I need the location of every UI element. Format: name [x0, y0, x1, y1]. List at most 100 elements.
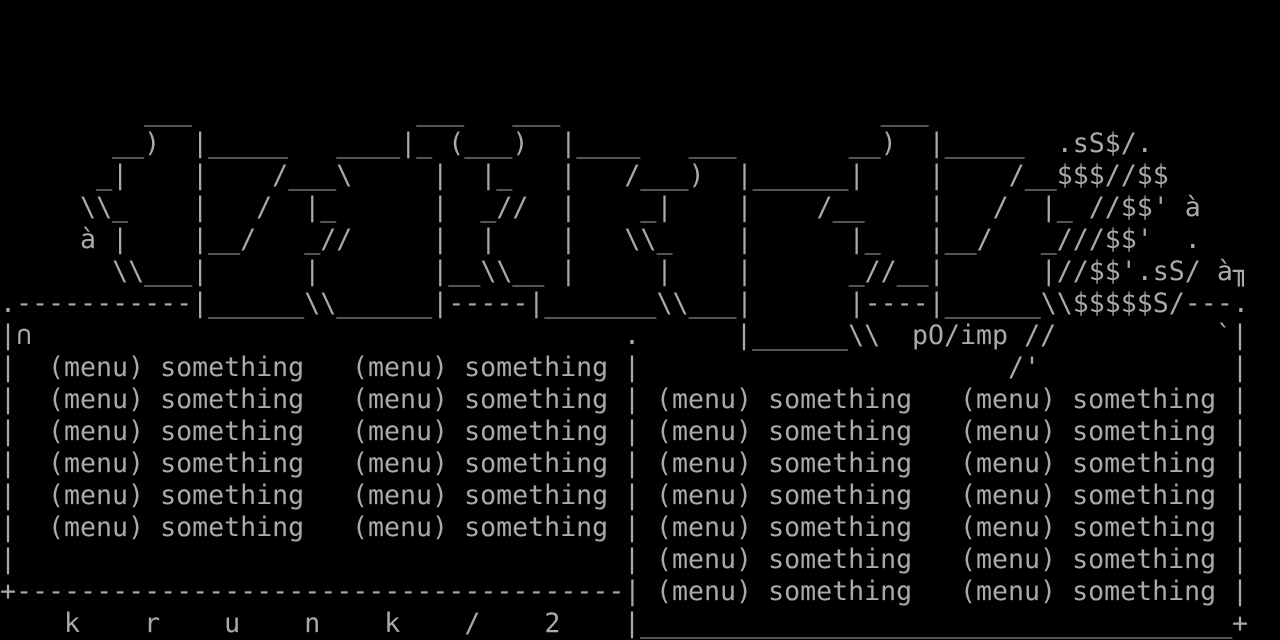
right-border: | — [1232, 480, 1249, 511]
menu-item-key: (menu) — [656, 448, 753, 479]
menu-item[interactable]: (menu) something — [352, 448, 608, 480]
menu-item[interactable]: (menu) something — [352, 384, 608, 416]
menu-item[interactable]: (menu) something — [960, 384, 1216, 416]
center-border: | — [624, 352, 641, 383]
menu-item-key: (menu) — [960, 576, 1057, 607]
menu-item-label: something — [464, 416, 609, 447]
right-border: | — [1232, 384, 1249, 415]
menu-item-label: something — [464, 448, 609, 479]
menu-item-key: (menu) — [48, 480, 145, 511]
menu-item-key: (menu) — [48, 384, 145, 415]
menu-item[interactable]: (menu) something — [48, 512, 304, 544]
menu-item-label: something — [1072, 544, 1217, 575]
menu-item-label: something — [160, 384, 305, 415]
logo-art-line: ___ ___ ___ ___ — [0, 96, 929, 127]
menu-item-label: something — [160, 448, 305, 479]
menu-item-key: (menu) — [352, 512, 449, 543]
menu-item-label: something — [464, 480, 609, 511]
menu-item-label: something — [768, 544, 913, 575]
right-border: | — [1232, 544, 1249, 575]
menu-item[interactable]: (menu) something — [960, 576, 1216, 608]
menu-item[interactable]: (menu) something — [960, 416, 1216, 448]
menu-item-key: (menu) — [960, 512, 1057, 543]
menu-item[interactable]: (menu) something — [48, 384, 304, 416]
menu-item[interactable]: (menu) something — [656, 576, 912, 608]
left-border: | — [0, 512, 17, 543]
menu-item[interactable]: (menu) something — [352, 480, 608, 512]
left-border: | — [0, 416, 17, 447]
menu-item-label: something — [1072, 480, 1217, 511]
logo-art-line: \\___| | |__\\__ | | | _//__| |//$$'.sS/… — [0, 256, 1249, 287]
frame-corner-mark: |∩ — [0, 320, 33, 351]
menu-item[interactable]: (menu) something — [48, 448, 304, 480]
logo-art-line: à | |__/ _// | | | \\_ | |_ |__/ _///$$'… — [0, 224, 1201, 255]
left-panel-bottom-divider: +--------------------------------------| — [0, 576, 641, 607]
menu-item-label: something — [464, 512, 609, 543]
frame-right-top: `| — [1216, 320, 1249, 351]
right-border: | — [1232, 416, 1249, 447]
menu-item[interactable]: (menu) something — [656, 384, 912, 416]
menu-item[interactable]: (menu) something — [960, 512, 1216, 544]
menu-item-label: something — [768, 576, 913, 607]
center-border: | — [624, 416, 641, 447]
menu-item[interactable]: (menu) something — [656, 480, 912, 512]
center-border: | — [624, 448, 641, 479]
menu-item[interactable]: (menu) something — [656, 416, 912, 448]
menu-item-key: (menu) — [656, 480, 753, 511]
menu-item[interactable]: (menu) something — [48, 416, 304, 448]
menu-item-label: something — [160, 512, 305, 543]
menu-item-key: (menu) — [352, 448, 449, 479]
left-border: | — [0, 352, 17, 383]
menu-item-label: something — [160, 480, 305, 511]
right-panel-bottom-border: _____________________________________ — [640, 608, 1233, 639]
menu-item-label: something — [160, 416, 305, 447]
menu-item-label: something — [768, 480, 913, 511]
logo-art-line: .-----------|______\\______|-----|______… — [0, 288, 1249, 319]
right-border: | — [1232, 352, 1249, 383]
menu-item-key: (menu) — [48, 416, 145, 447]
menu-item-label: something — [1072, 576, 1217, 607]
left-border: | — [0, 480, 17, 511]
left-border: | — [0, 448, 17, 479]
menu-item[interactable]: (menu) something — [352, 416, 608, 448]
menu-item-label: something — [768, 416, 913, 447]
menu-item-key: (menu) — [352, 384, 449, 415]
right-border: | — [1232, 448, 1249, 479]
frame-corner: + — [1232, 608, 1249, 639]
menu-item-label: something — [768, 512, 913, 543]
left-border: | — [0, 384, 17, 415]
menu-item[interactable]: (menu) something — [656, 448, 912, 480]
menu-item-label: something — [464, 352, 609, 383]
menu-item-label: something — [1072, 384, 1217, 415]
menu-item[interactable]: (menu) something — [960, 544, 1216, 576]
menu-item[interactable]: (menu) something — [48, 352, 304, 384]
menu-item-label: something — [768, 384, 913, 415]
menu-item[interactable]: (menu) something — [352, 352, 608, 384]
menu-item-key: (menu) — [960, 384, 1057, 415]
menu-item-key: (menu) — [960, 448, 1057, 479]
menu-item-key: (menu) — [48, 448, 145, 479]
center-border: | — [624, 512, 641, 543]
right-border: | — [1232, 576, 1249, 607]
menu-item-key: (menu) — [656, 416, 753, 447]
menu-item[interactable]: (menu) something — [48, 480, 304, 512]
menu-item-key: (menu) — [656, 576, 753, 607]
artist-signature: pO/imp // — [912, 320, 1057, 351]
right-border: | — [1232, 512, 1249, 543]
menu-item[interactable]: (menu) something — [960, 480, 1216, 512]
menu-item-key: (menu) — [48, 512, 145, 543]
menu-item[interactable]: (menu) something — [656, 544, 912, 576]
menu-item-key: (menu) — [960, 544, 1057, 575]
frame-dot: . — [624, 320, 641, 351]
menu-item[interactable]: (menu) something — [960, 448, 1216, 480]
menu-item-key: (menu) — [48, 352, 145, 383]
center-border: | — [624, 544, 641, 575]
menu-item[interactable]: (menu) something — [656, 512, 912, 544]
menu-item-key: (menu) — [960, 416, 1057, 447]
footer-title: k r u n k / 2 — [0, 608, 561, 639]
menu-item-label: something — [1072, 416, 1217, 447]
menu-item-label: something — [160, 352, 305, 383]
menu-item[interactable]: (menu) something — [352, 512, 608, 544]
center-border: | — [624, 608, 641, 639]
